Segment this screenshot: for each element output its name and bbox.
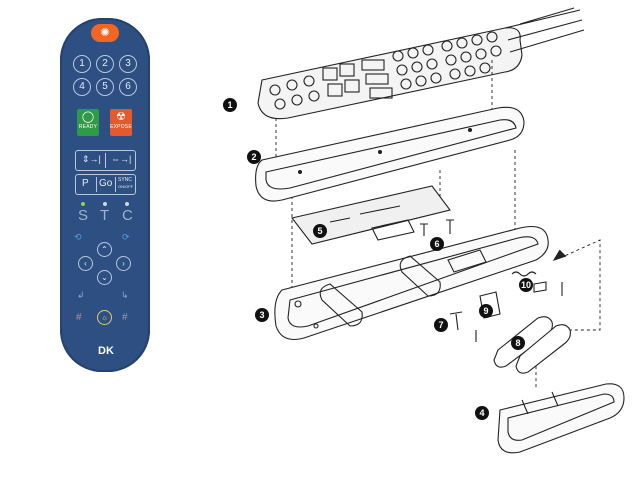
bottom-housing	[274, 225, 549, 341]
callout-10: 10	[519, 278, 533, 292]
callout-4: 4	[475, 406, 489, 420]
number-button-5[interactable]: 5	[96, 78, 114, 96]
horizontal-move-icon[interactable]: ⇔→|	[111, 154, 132, 164]
rotate-right-icon[interactable]: ⟳	[122, 232, 130, 242]
t-indicator	[103, 202, 107, 206]
callout-8: 8	[511, 336, 525, 350]
remote-control: ✺ 1 2 3 4 5 6 ◯ READY ☢ EXPOSE ⇕→| ⇔→| P…	[60, 18, 150, 372]
tilt-right-icon[interactable]: ↳	[121, 290, 129, 300]
ready-button[interactable]: ◯ READY	[77, 109, 99, 136]
grid-right-icon[interactable]: #	[122, 312, 128, 323]
brand-logo: DK	[98, 345, 114, 357]
callout-5: 5	[313, 224, 327, 238]
screws-6	[420, 219, 454, 236]
s-button[interactable]: S	[78, 207, 89, 224]
left-button[interactable]: ‹	[78, 256, 93, 271]
keypad-membrane	[257, 7, 585, 120]
number-button-4[interactable]: 4	[73, 78, 91, 96]
down-button[interactable]: ⌄	[97, 270, 112, 285]
movement-panel: ⇕→| ⇔→|	[75, 150, 136, 171]
chevron-down-icon: ⌄	[101, 273, 108, 282]
chevron-up-icon: ⌃	[101, 245, 108, 254]
go-button[interactable]: Go	[99, 178, 113, 189]
expose-button[interactable]: ☢ EXPOSE	[110, 109, 132, 136]
tilt-left-icon[interactable]: ↲	[77, 290, 85, 300]
callout-2: 2	[247, 150, 261, 164]
light-button[interactable]: ☼	[97, 310, 112, 325]
c-indicator	[125, 202, 129, 206]
sync-button[interactable]: SYNC	[118, 177, 132, 183]
s-indicator	[81, 202, 85, 206]
batteries-8	[493, 316, 571, 374]
number-button-6[interactable]: 6	[119, 78, 137, 96]
battery-cover	[497, 383, 625, 454]
callout-7: 7	[434, 318, 448, 332]
lamp-button[interactable]: ✺	[91, 24, 119, 42]
program-panel: P Go SYNC ON/OFF	[75, 174, 136, 195]
top-cover	[255, 106, 525, 202]
c-button[interactable]: C	[122, 207, 133, 224]
direction-arrow	[552, 249, 567, 261]
xray-icon: ☢	[116, 111, 126, 123]
t-button[interactable]: T	[100, 207, 110, 224]
power-ring-icon: ◯	[81, 111, 95, 123]
ready-label: READY	[78, 124, 98, 130]
number-button-2[interactable]: 2	[96, 55, 114, 73]
lamp-icon: ✺	[100, 27, 110, 39]
number-button-3[interactable]: 3	[119, 55, 137, 73]
callout-9: 9	[479, 304, 493, 318]
chevron-right-icon: ›	[122, 259, 125, 268]
chevron-left-icon: ‹	[84, 259, 87, 268]
bulb-icon: ☼	[100, 313, 109, 322]
rotate-left-icon[interactable]: ⟲	[74, 232, 82, 242]
callout-1: 1	[223, 98, 237, 112]
right-button[interactable]: ›	[116, 256, 131, 271]
vertical-move-icon[interactable]: ⇕→|	[82, 154, 101, 164]
spring-10	[511, 271, 563, 296]
grid-left-icon[interactable]: #	[76, 312, 82, 323]
up-button[interactable]: ⌃	[97, 242, 112, 257]
number-button-1[interactable]: 1	[73, 55, 91, 73]
callout-3: 3	[255, 308, 269, 322]
callout-6: 6	[430, 237, 444, 251]
circuit-board	[291, 185, 451, 245]
sync-sub-label: ON/OFF	[118, 184, 134, 189]
expose-label: EXPOSE	[110, 124, 132, 130]
screw-7	[449, 311, 463, 331]
p-button[interactable]: P	[82, 178, 89, 189]
